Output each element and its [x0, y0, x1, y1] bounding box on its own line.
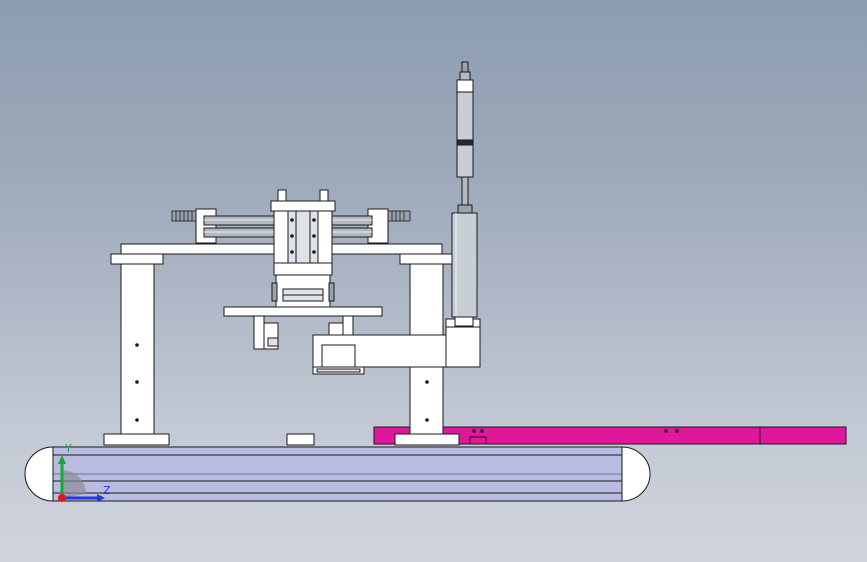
gripper-head[interactable]: [223, 274, 383, 317]
slider-carriage[interactable]: [270, 189, 336, 276]
magenta-guide-rail[interactable]: [373, 426, 847, 445]
triad-plane-shading: [62, 470, 86, 498]
air-cylinder[interactable]: [456, 61, 474, 214]
conveyor-belt[interactable]: [24, 446, 651, 502]
threaded-rod-left: [171, 210, 199, 222]
origin-dot: [58, 494, 66, 502]
gripper-finger-left[interactable]: [253, 315, 279, 350]
pusher-assembly[interactable]: [312, 318, 481, 375]
center-base-block[interactable]: [286, 433, 315, 446]
z-axis-label: Z: [103, 484, 111, 497]
cylinder-mount[interactable]: [451, 212, 478, 327]
coordinate-triad: Y Z: [58, 442, 111, 502]
y-axis-label: Y: [64, 442, 72, 455]
left-support-column[interactable]: [103, 253, 170, 446]
